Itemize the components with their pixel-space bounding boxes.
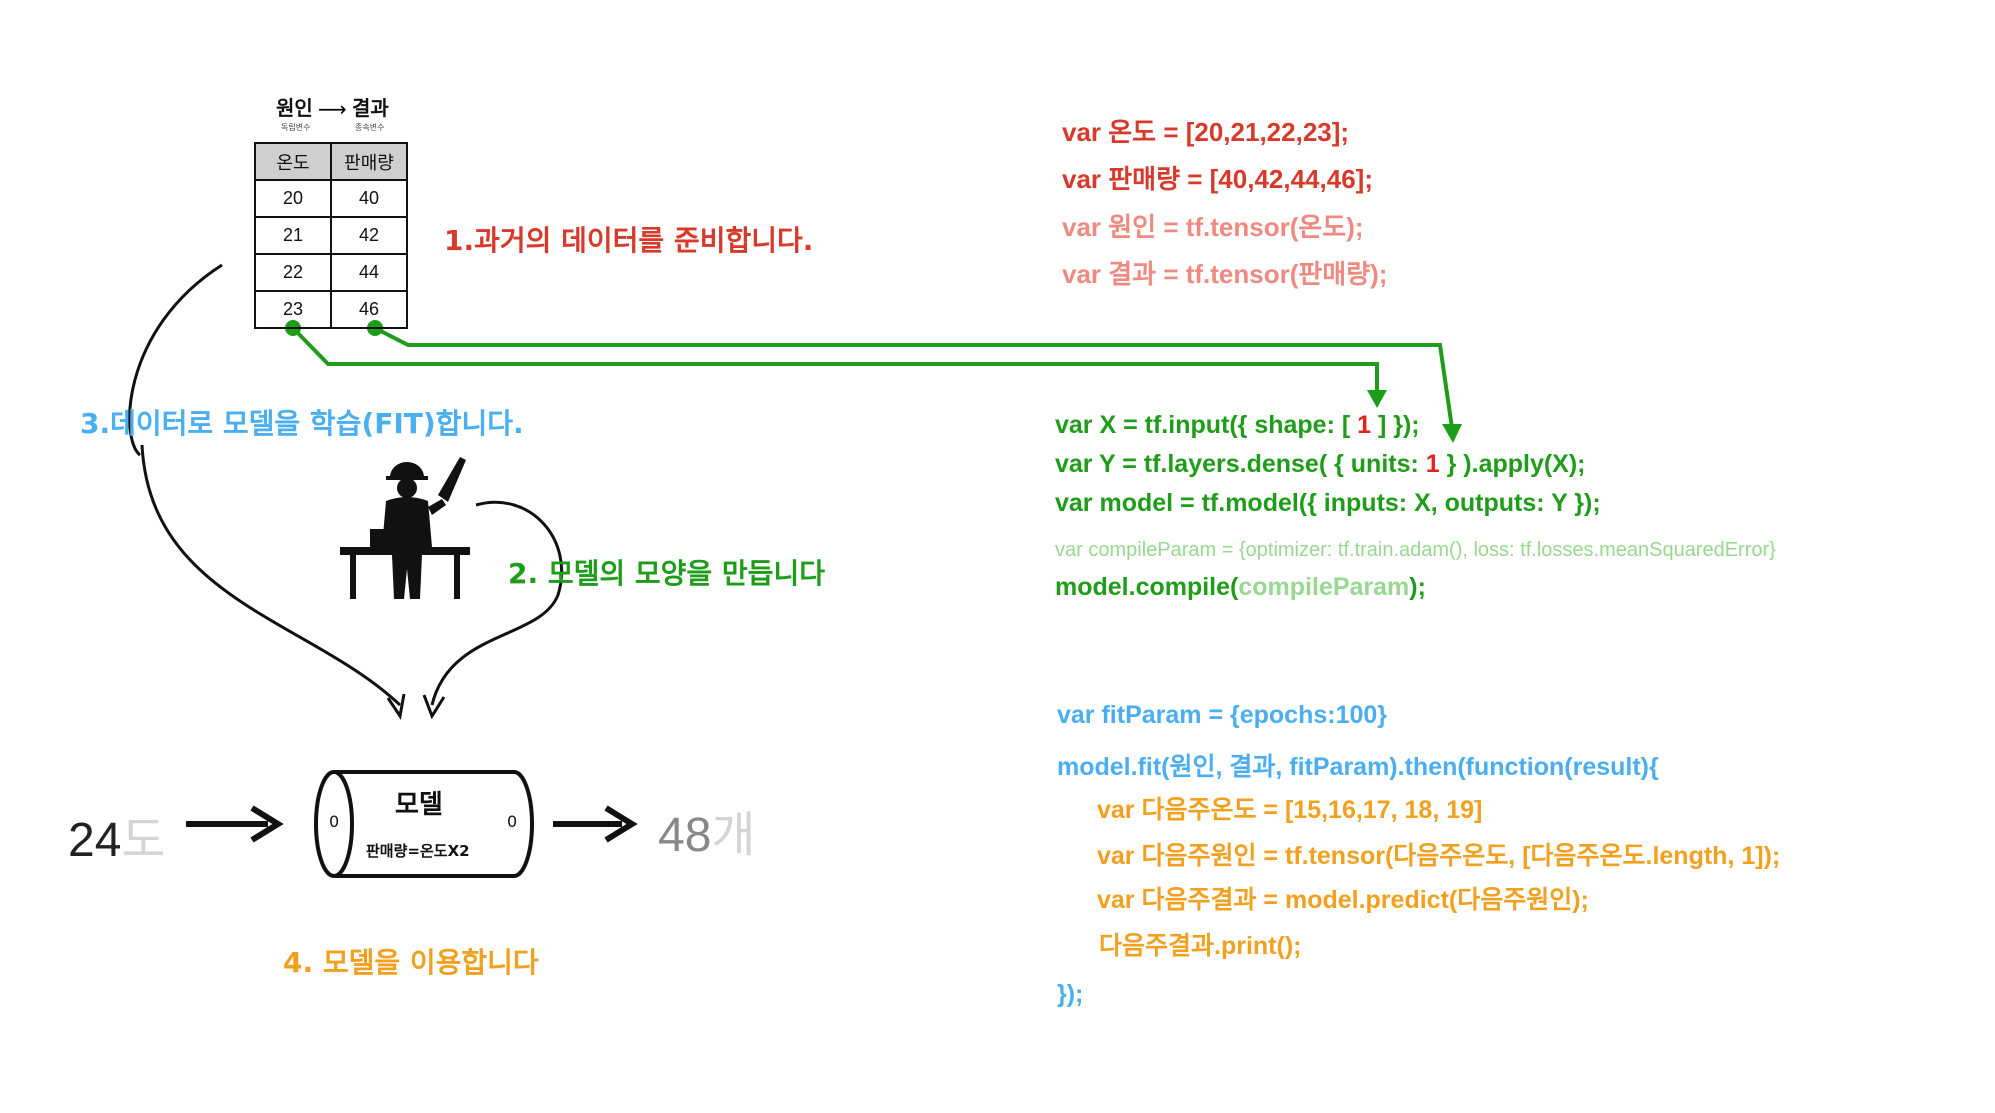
code-line-next-temp: var 다음주온도 = [15,16,17, 18, 19]: [1097, 796, 1483, 824]
fit-curve-arrow: [128, 263, 223, 457]
code-line-compile: model.compile(compileParam);: [1055, 573, 1426, 601]
cylinder-left-mark: 0: [329, 812, 340, 831]
shape-curve-arrow: [430, 500, 564, 706]
code-line-temperature: var 온도 = [20,21,22,23];: [1062, 117, 1350, 147]
code-line-next-cause: var 다음주원인 = tf.tensor(다음주온도, [다음주온도.leng…: [1097, 842, 1781, 870]
step4-label: 4. 모델을 이용합니다: [283, 946, 539, 979]
table-row: 20 40: [254, 179, 408, 218]
cylinder-right-mark: 0: [507, 812, 518, 831]
cylinder-icon: [314, 770, 534, 878]
cell: 46: [330, 290, 408, 329]
code-line-compile-param: var compileParam = {optimizer: tf.train.…: [1055, 539, 1776, 561]
cell: 23: [254, 290, 332, 329]
cell: 21: [254, 216, 332, 255]
output-value: 48개: [658, 809, 756, 862]
output-arrow: [553, 805, 638, 843]
right-arrow-icon: ⟶: [318, 97, 347, 121]
cause-sublabel: 독립변수: [281, 123, 311, 132]
output-unit: 개: [711, 809, 756, 862]
step2-label: 2. 모델의 모양을 만듭니다: [508, 557, 825, 590]
code-line-input: var X = tf.input({ shape: [ 1 ] });: [1055, 411, 1420, 439]
step1-label: 1.과거의 데이터를 준비합니다.: [444, 224, 814, 257]
code-line-model: var model = tf.model({ inputs: X, output…: [1055, 489, 1601, 517]
column-header-temperature: 온도: [254, 142, 332, 181]
table-row: 22 44: [254, 253, 408, 292]
input-shape-value: 1: [1357, 411, 1372, 439]
effect-label: 결과: [352, 96, 389, 120]
code-line-sales: var 판매량 = [40,42,44,46];: [1062, 164, 1373, 194]
input-value: 24도: [68, 814, 166, 867]
input-arrow: [186, 805, 284, 843]
code-line-fit: model.fit(원인, 결과, fitParam).then(functio…: [1057, 753, 1659, 781]
code-line-predict: var 다음주결과 = model.predict(다음주원인);: [1097, 886, 1589, 914]
carpenter-icon: [340, 457, 470, 599]
model-title: 모델: [395, 790, 443, 820]
input-unit: 도: [121, 814, 166, 867]
cell: 20: [254, 179, 332, 218]
green-connector-temperature: [285, 320, 1387, 408]
dense-units-value: 1: [1425, 450, 1440, 478]
table-row: 21 42: [254, 216, 408, 255]
code-line-print: 다음주결과.print();: [1099, 932, 1302, 960]
model-formula: 판매량=온도X2: [366, 842, 470, 860]
code-line-dense: var Y = tf.layers.dense( { units: 1 } ).…: [1055, 450, 1586, 478]
code-line-close: });: [1057, 980, 1084, 1008]
data-table: 온도 판매량 20 40 21 42 22 44 23 46: [254, 142, 408, 329]
cell: 44: [330, 253, 408, 292]
code-line-effect: var 결과 = tf.tensor(판매량);: [1062, 259, 1388, 289]
cell: 22: [254, 253, 332, 292]
code-line-cause: var 원인 = tf.tensor(온도);: [1062, 212, 1364, 242]
cause-label: 원인: [276, 96, 313, 120]
cell: 42: [330, 216, 408, 255]
effect-sublabel: 종속변수: [355, 123, 385, 132]
cell: 40: [330, 179, 408, 218]
code-line-fit-param: var fitParam = {epochs:100}: [1057, 701, 1388, 729]
step3-label: 3.데이터로 모델을 학습(FIT)합니다.: [80, 407, 524, 440]
table-row: 23 46: [254, 290, 408, 329]
column-header-sales: 판매량: [330, 142, 408, 181]
